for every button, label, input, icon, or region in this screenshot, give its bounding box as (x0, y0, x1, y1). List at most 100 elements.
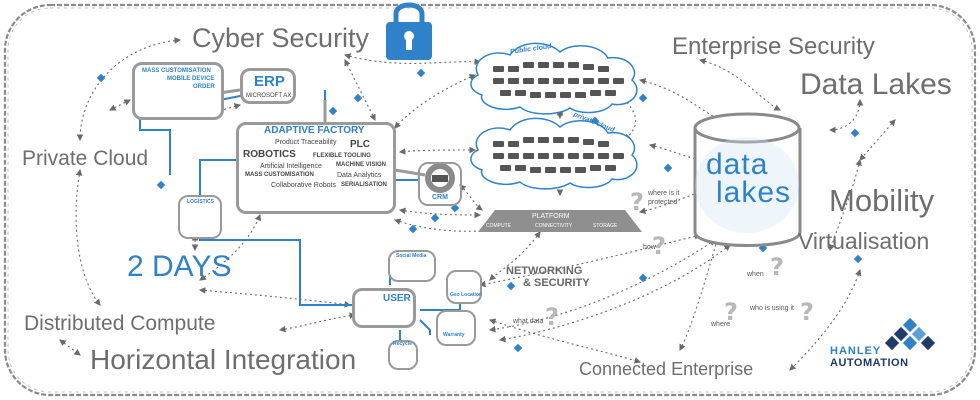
order-box (132, 62, 224, 120)
link-lake-warranty (498, 244, 731, 343)
link-virtual-lake (828, 158, 862, 252)
recycle-label: Recycle (393, 341, 412, 347)
question-who-using: who is using it (750, 305, 794, 312)
erp-title: ERP (254, 73, 285, 90)
geo-box (446, 270, 482, 304)
factory-item: FLEXIBLE TOOLING (313, 153, 371, 159)
factory-item: PLC (350, 139, 370, 150)
question-how: how (643, 244, 656, 251)
gear-icon-crm (425, 163, 455, 193)
factory-item: MASS CUSTOMISATION (245, 172, 314, 178)
brand-line2: AUTOMATION (830, 357, 909, 369)
factory-item: Data Analytics (337, 172, 382, 179)
factory-item: Product Traceability (275, 139, 337, 146)
horizontal-integration-label: Horizontal Integration (90, 344, 357, 375)
social-media-label: Social Media (396, 253, 427, 259)
question-where-protected-2: protected (648, 199, 678, 206)
hanley-logo-icon (884, 317, 936, 351)
link-private-distributed (75, 168, 101, 306)
link-cyber-factory (344, 59, 376, 121)
platform-shape (478, 210, 642, 232)
question-mark-icon: ? (800, 298, 814, 326)
question-mark-icon: ? (770, 253, 784, 281)
question-mark-icon: ? (724, 298, 738, 326)
lock-icon (386, 2, 432, 60)
link-cloud2-factory (398, 146, 477, 155)
enterprise-security-label: Enterprise Security (672, 33, 875, 60)
question-what-data: what data (513, 318, 544, 325)
erp-subtitle: MICROSOFT AX (246, 93, 292, 99)
private-cloud-label: Private Cloud (22, 147, 149, 170)
factory-item: Artificial Intelligence (260, 163, 322, 170)
crm-label: CRM (432, 194, 448, 201)
link-platform-user (489, 231, 541, 281)
link-lake-geo (478, 233, 702, 288)
link-cloud1-factory (394, 74, 477, 129)
order-line3: ORDER (193, 84, 215, 90)
link-enterprise-lake (698, 58, 781, 111)
question-mark-icon: ? (652, 232, 666, 260)
cyber-security-label: Cyber Security (192, 23, 370, 53)
chain-border (3, 3, 977, 397)
question-mark-icon: ? (545, 303, 559, 331)
question-when: when (747, 271, 764, 278)
link-cyber-private (76, 37, 182, 142)
recycle-box (388, 340, 418, 370)
question-where-protected-1: where is it (648, 190, 680, 197)
server-chips (493, 62, 624, 173)
factory-item: MACHINE VISION (336, 162, 387, 168)
connected-enterprise-label: Connected Enterprise (579, 359, 754, 379)
warranty-box (436, 310, 476, 346)
distributed-compute-label: Distributed Compute (24, 312, 216, 335)
link-cloud2-lake (648, 143, 702, 162)
question-where: where (711, 321, 731, 328)
data-lakes-title: Data Lakes (800, 68, 952, 101)
factory-item: ROBOTICS (243, 149, 296, 160)
virtualisation-label: Virtualisation (798, 228, 930, 254)
link-cloud1-lake (638, 78, 721, 121)
link-crm-platform (459, 184, 483, 211)
logistics-label: LOGISTICS (187, 199, 214, 205)
data-lake-cylinder (693, 112, 802, 247)
brand-line1: HANLEY (830, 345, 882, 357)
link-distributed-horizontal (59, 339, 81, 356)
platform-item: STORAGE (593, 223, 618, 229)
link-private-order (109, 99, 131, 111)
platform-item: COMPUTE (486, 223, 511, 229)
datalake-word2: lakes (716, 176, 792, 209)
datalake-word1: data (706, 148, 769, 181)
networking-security-line1: NETWORKING (506, 265, 583, 277)
link-mobility-lake (859, 119, 896, 161)
link-user-connected (488, 318, 642, 364)
user-label: USER (383, 293, 411, 304)
link-lake-connected (679, 228, 722, 351)
mobility-label: Mobility (829, 183, 935, 218)
link-datalakes-lake (828, 98, 864, 134)
order-line2: MOBILE DEVICE (167, 76, 215, 82)
link-2days-factory (199, 213, 262, 281)
social-box (388, 250, 436, 282)
link-factory-platform2 (393, 218, 522, 232)
link-factory-platform (398, 207, 482, 219)
factory-box (236, 122, 396, 214)
link-2days-user (198, 287, 352, 308)
geo-location-label: Geo Location (450, 292, 482, 298)
platform-title: PLATFORM (532, 213, 570, 220)
user-box (352, 288, 416, 328)
networking-security-line2: & SECURITY (523, 277, 590, 289)
link-who-lake (789, 268, 862, 371)
order-line1: MASS CUSTOMISATION (142, 68, 211, 74)
two-days-label: 2 DAYS (127, 250, 232, 283)
platform-item: CONNECTIVITY (535, 223, 573, 229)
factory-item: SERIALISATION (341, 182, 387, 188)
factory-title: ADAPTIVE FACTORY (264, 125, 365, 136)
question-mark-icon: ? (630, 188, 644, 216)
dotted-links (59, 37, 896, 371)
logistics-box (178, 195, 222, 239)
link-horiz-user (278, 312, 357, 333)
warranty-label: Warranty (443, 332, 465, 338)
erp-box (240, 68, 296, 104)
factory-item: Collaborative Robots (271, 182, 336, 189)
